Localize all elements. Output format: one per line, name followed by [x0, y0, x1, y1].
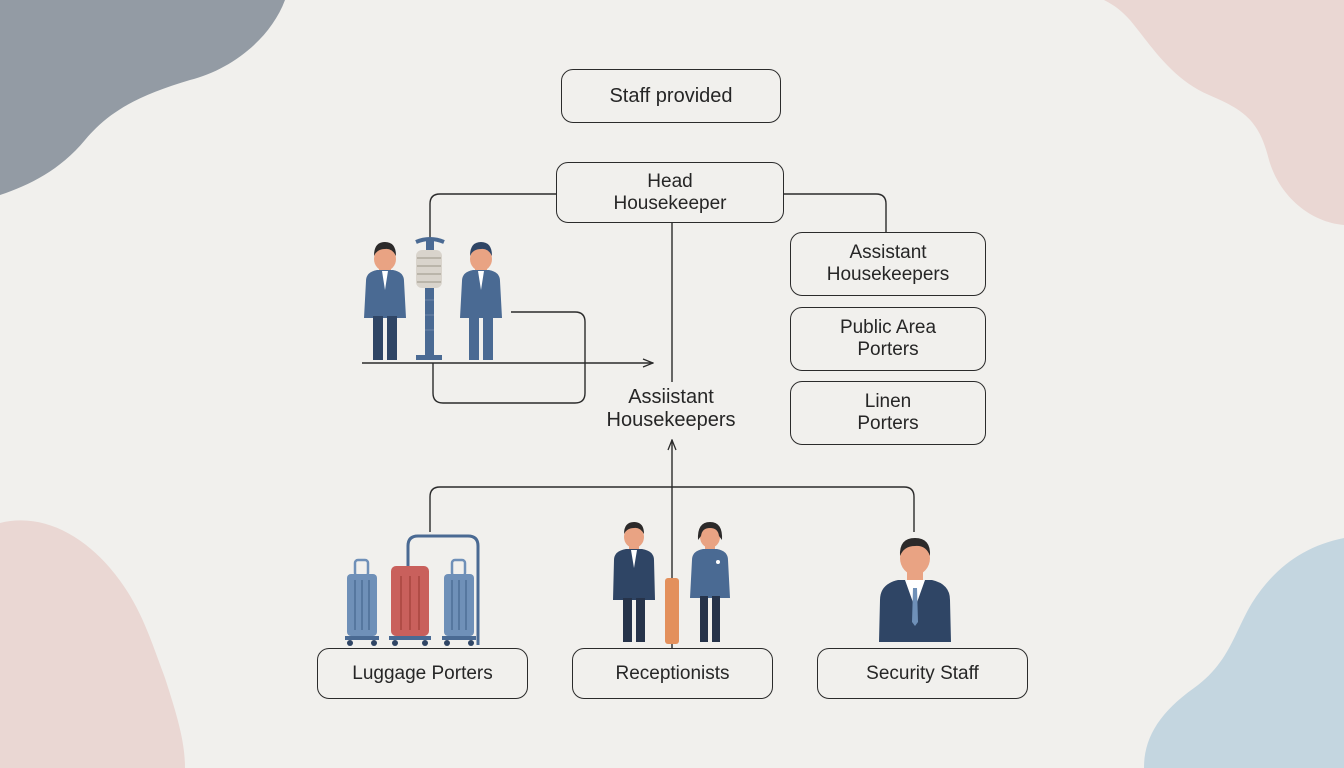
head-housekeeper-line-2: Housekeeper	[613, 192, 727, 214]
corner-blob-top-left	[0, 0, 285, 195]
luggage-cart-icon	[406, 534, 480, 645]
corner-blob-bottom-right	[1144, 538, 1344, 768]
luggage-porters-label: Luggage Porters	[352, 662, 493, 684]
suitcase-icon	[389, 566, 431, 646]
center-assistant-housekeepers-label: Assiistant Housekeepers	[586, 386, 756, 432]
security-staff-box: Security Staff	[817, 648, 1028, 699]
head-housekeeper-box: Head Housekeeper	[556, 162, 784, 223]
luggage-porters-box: Luggage Porters	[317, 648, 528, 699]
public-area-porters-box: Public Area Porters	[790, 307, 986, 371]
coat-stand-icon	[415, 237, 445, 360]
linen-porters-box: Linen Porters	[790, 381, 986, 445]
security-person-icon	[879, 538, 951, 642]
linen-porters-line-1: Linen	[864, 391, 912, 412]
receptionists-box: Receptionists	[572, 648, 773, 699]
public-area-porters-line-1: Public Area	[839, 317, 937, 338]
receptionists-label: Receptionists	[615, 662, 730, 684]
orange-post-icon	[665, 578, 679, 644]
staff-figure-icon	[364, 242, 406, 360]
assistant-housekeepers-line-1: Assistant	[849, 242, 927, 263]
suitcase-icon	[442, 558, 476, 646]
head-to-left-branch-line	[429, 193, 557, 240]
left-group-loop-line	[432, 311, 586, 404]
assistant-housekeepers-line-2: Housekeepers	[826, 264, 950, 285]
receptionist-figure-icon	[613, 522, 655, 642]
staff-provided-title: Staff provided	[609, 85, 733, 107]
security-staff-label: Security Staff	[866, 662, 979, 684]
corner-blob-bottom-left	[0, 520, 185, 768]
head-to-right-branch-line	[784, 193, 887, 232]
assistant-housekeepers-box: Assistant Housekeepers	[790, 232, 986, 296]
suitcase-icon	[345, 558, 379, 646]
receptionist-figure-icon	[690, 522, 730, 642]
staff-provided-title-box: Staff provided	[561, 69, 781, 123]
corner-blob-top-right	[1104, 0, 1344, 225]
head-housekeeper-line-1: Head	[647, 170, 693, 192]
linen-porters-line-2: Porters	[857, 413, 919, 434]
staff-figure-icon	[460, 242, 502, 360]
center-label-line-1: Assiistant	[628, 386, 714, 408]
public-area-porters-line-2: Porters	[857, 339, 919, 360]
center-label-line-2: Housekeepers	[606, 409, 736, 431]
